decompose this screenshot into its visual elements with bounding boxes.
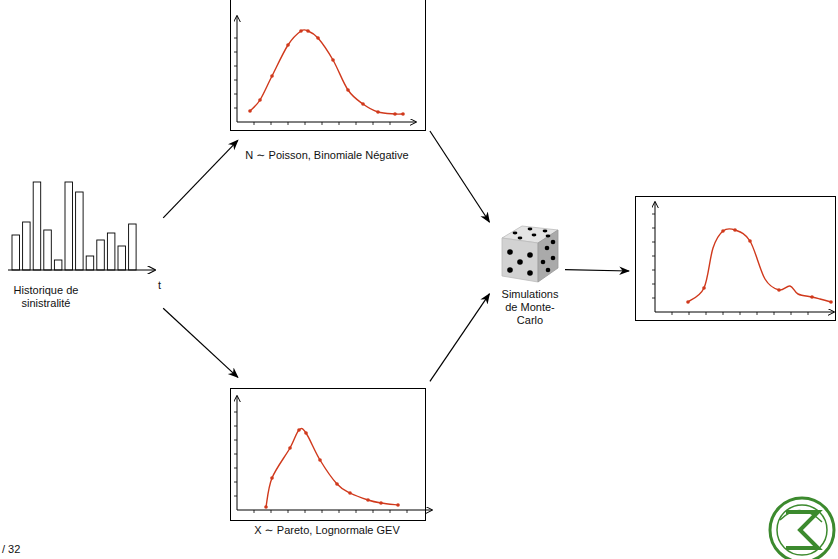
logo [770,498,834,559]
flow-arrow [163,140,238,217]
node-caption: N ∼ Poisson, Binomiale Négative [239,149,415,162]
flow-arrow [430,294,489,381]
chart-axes [237,16,834,510]
distribution-curves [248,29,833,509]
time-axis [8,269,155,270]
flow-arrow [430,131,489,222]
node-caption: Simulations de Monte-Carlo [500,288,560,327]
chart-box: N ∼ Poisson, Binomiale Négative [230,0,426,131]
history-node: Historique de sinistralité [0,180,160,315]
simulation-node: Simulations de Monte-Carlo [495,222,565,338]
axis-label: t [158,279,161,292]
histogram [12,182,136,270]
flow-arrow [565,270,629,271]
page-number: / 32 [2,543,20,556]
flow-arrow [163,308,238,377]
chart-box: X ∼ Pareto, Lognormale GEV [230,388,426,521]
node-caption: X ∼ Pareto, Lognormale GEV [239,524,415,537]
dice-icon [502,226,558,282]
node-caption: Historique de sinistralité [0,284,92,310]
axis-ticks [234,38,808,513]
chart-box [635,196,836,321]
